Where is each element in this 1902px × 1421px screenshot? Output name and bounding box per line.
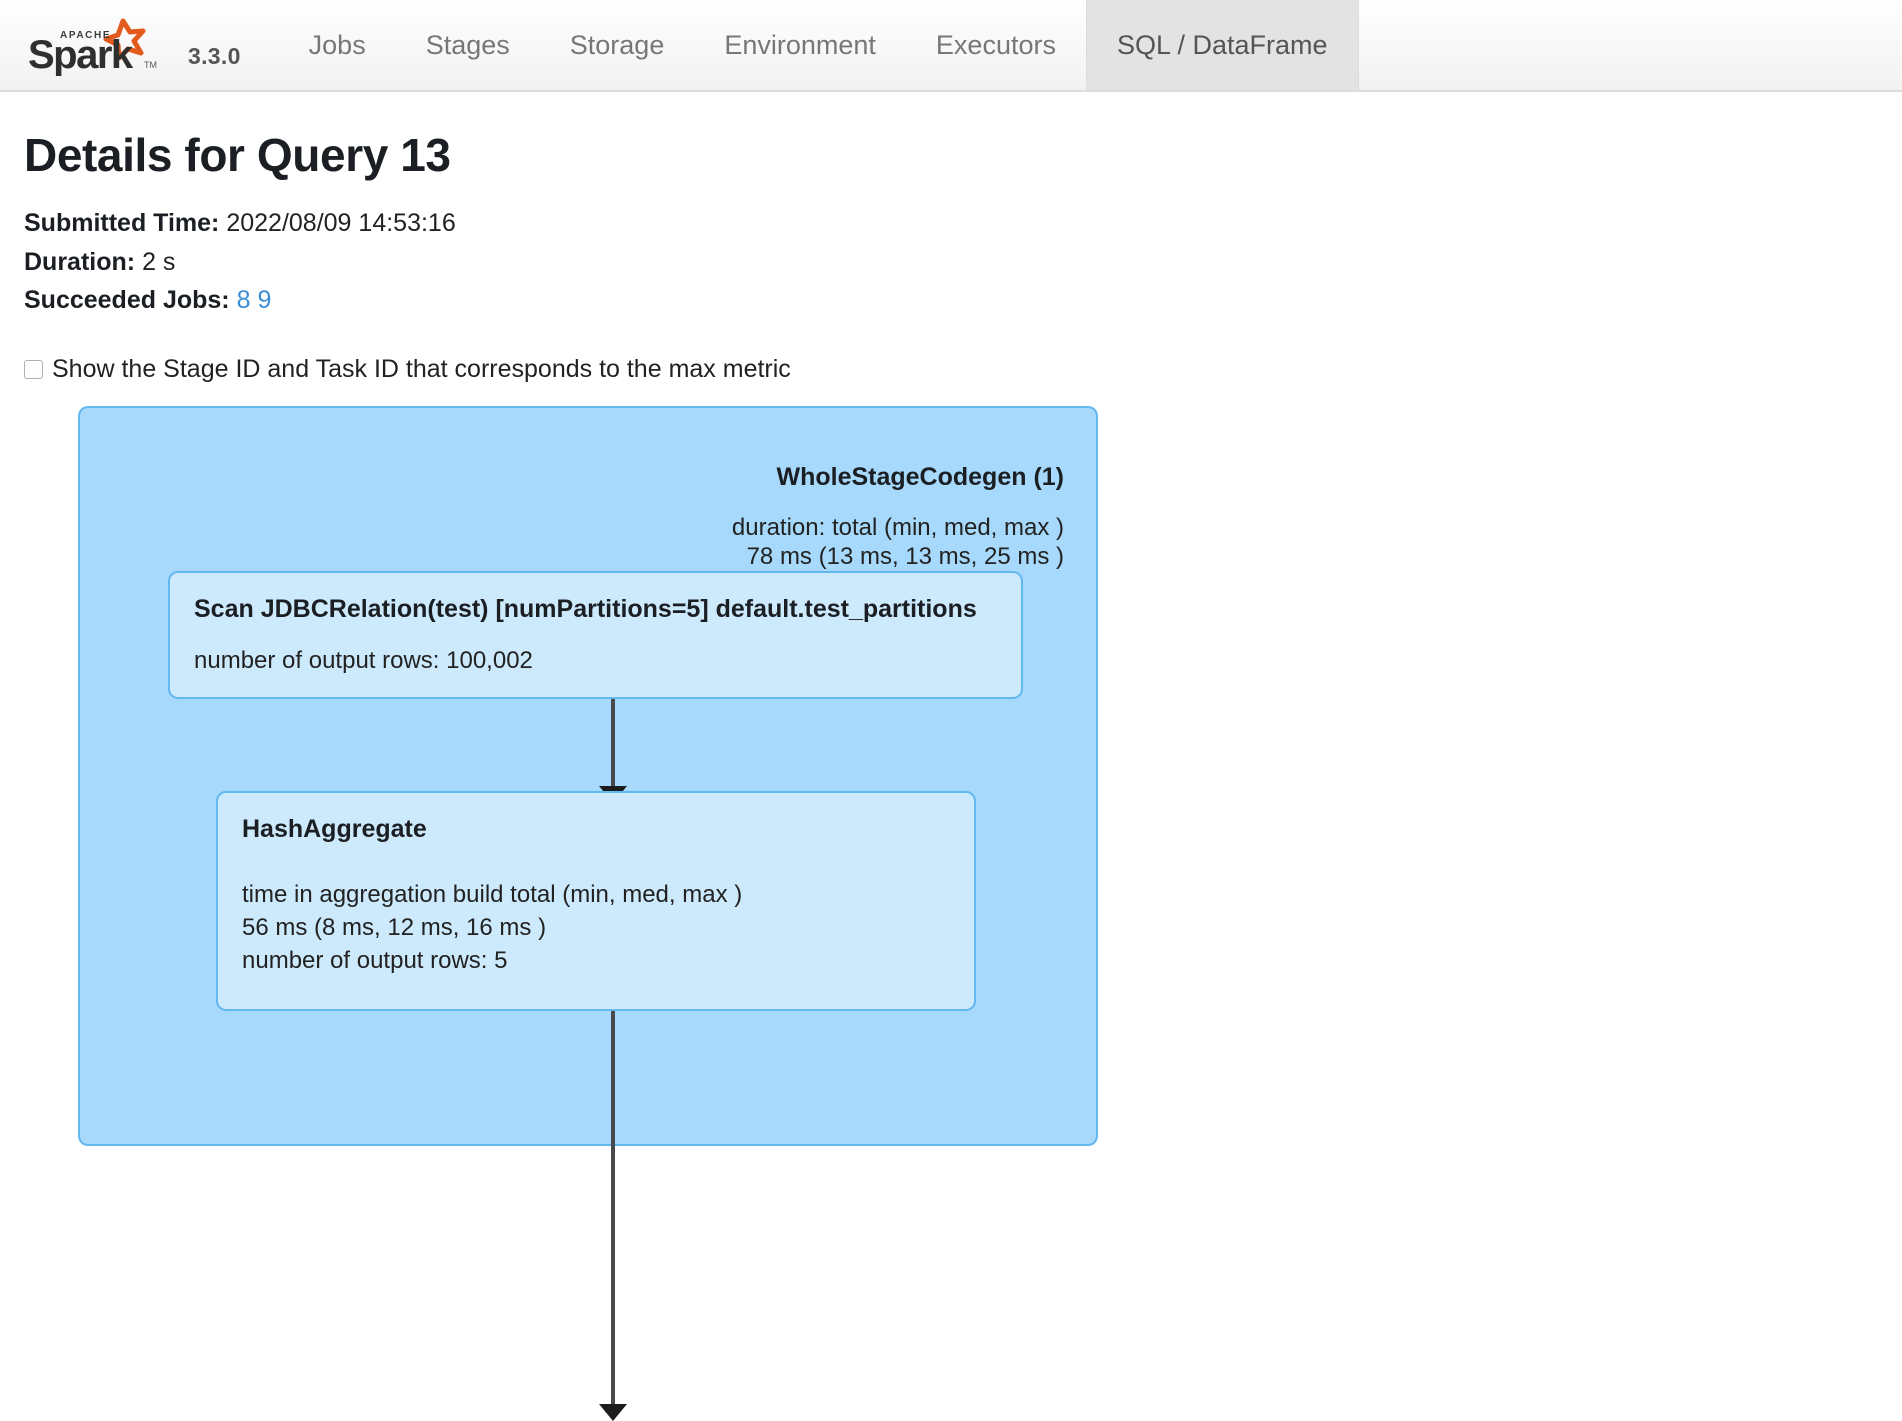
spark-version-label: 3.3.0 [188, 43, 241, 69]
sql-dag-graph[interactable]: WholeStageCodegen (1) duration: total (m… [56, 405, 1256, 1421]
svg-text:APACHE: APACHE [60, 30, 111, 41]
tab-stages[interactable]: Stages [425, 29, 510, 60]
cluster-title: WholeStageCodegen (1) [776, 462, 1064, 491]
node-title: Scan JDBCRelation(test) [numPartitions=5… [194, 594, 977, 623]
submitted-time-value: 2022/08/09 14:53:16 [226, 209, 456, 237]
show-stage-task-id-label: Show the Stage ID and Task ID that corre… [52, 354, 791, 383]
main-nav-tabs: Jobs Stages Storage Environment Executor… [279, 0, 1902, 90]
page-content: Details for Query 13 Submitted Time: 202… [0, 128, 1902, 1421]
submitted-time-label: Submitted Time: [24, 209, 220, 237]
brand-area[interactable]: APACHE Spark TM 3.3.0 [0, 0, 241, 90]
apache-spark-logo-icon[interactable]: APACHE Spark TM [24, 18, 174, 76]
dag-arrowhead-icon [599, 1403, 627, 1421]
meta-submitted-time: Submitted Time: 2022/08/09 14:53:16 [24, 206, 1878, 242]
tab-executors[interactable]: Executors [935, 29, 1056, 60]
node-metrics: number of output rows: 100,002 [194, 646, 533, 674]
succeeded-jobs-label: Succeeded Jobs: [24, 286, 230, 314]
dag-node-scan-jdbcrelation[interactable]: Scan JDBCRelation(test) [numPartitions=5… [168, 570, 1023, 699]
max-metric-toggle-row: Show the Stage ID and Task ID that corre… [24, 355, 1878, 384]
duration-value: 2 s [142, 247, 176, 276]
succeeded-job-link-9[interactable]: 9 [257, 286, 272, 314]
query-metadata-list: Submitted Time: 2022/08/09 14:53:16 Dura… [24, 206, 1878, 319]
cluster-metrics: duration: total (min, med, max ) 78 ms (… [731, 513, 1064, 570]
dag-node-hashaggregate[interactable]: HashAggregate time in aggregation build … [216, 790, 976, 1011]
top-navbar: APACHE Spark TM 3.3.0 Jobs Stages Storag… [0, 0, 1902, 92]
tab-storage[interactable]: Storage [569, 29, 665, 60]
tab-environment[interactable]: Environment [724, 29, 876, 60]
tab-sql-dataframe[interactable]: SQL / DataFrame [1085, 0, 1359, 90]
dag-cluster-wholestagecodegen[interactable]: WholeStageCodegen (1) duration: total (m… [78, 405, 1098, 1146]
duration-label: Duration: [24, 247, 136, 276]
page-title: Details for Query 13 [24, 129, 451, 181]
succeeded-job-link-8[interactable]: 8 [236, 286, 251, 314]
meta-duration: Duration: 2 s [24, 245, 1878, 281]
svg-text:Spark: Spark [28, 33, 134, 76]
dag-edge-hashaggregate-to-next [611, 1010, 615, 1415]
svg-text:TM: TM [144, 60, 157, 70]
dag-edge-scan-to-hashaggregate [611, 698, 615, 799]
show-stage-task-id-checkbox[interactable] [24, 359, 43, 379]
node-title: HashAggregate [242, 814, 427, 843]
node-metrics: time in aggregation build total (min, me… [242, 880, 743, 974]
tab-jobs[interactable]: Jobs [308, 29, 366, 60]
meta-succeeded-jobs: Succeeded Jobs: 8 9 [24, 283, 1878, 319]
